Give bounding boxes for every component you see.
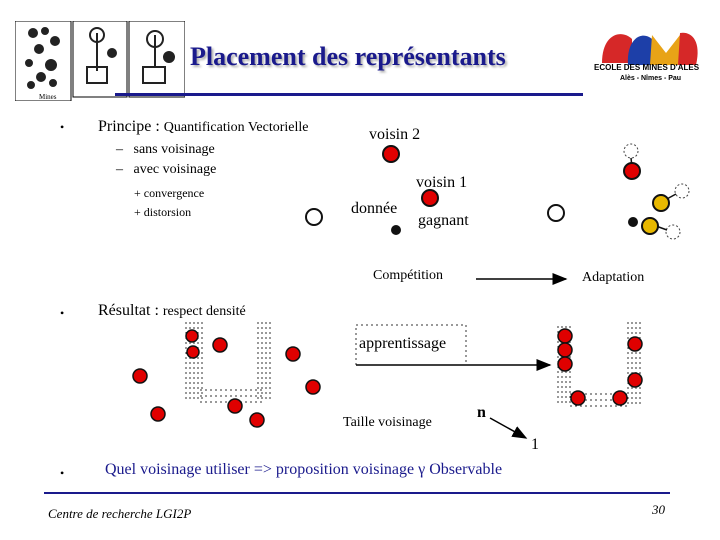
logo-left-label: Mines bbox=[39, 93, 57, 101]
label-adaptation: Adaptation bbox=[582, 270, 645, 285]
data-point bbox=[391, 225, 401, 235]
bullet-3: • bbox=[60, 466, 65, 480]
label-one: 1 bbox=[531, 436, 539, 453]
neuron-moved bbox=[641, 217, 659, 235]
neuron bbox=[557, 356, 573, 372]
neuron bbox=[185, 329, 199, 343]
section2-heading-rest: respect densité bbox=[162, 304, 246, 319]
ecole-des-mines-logo: ECOLE DES MINES D'ALES Alès - Nîmes - Pa… bbox=[592, 23, 710, 93]
neuron-voisin2 bbox=[382, 145, 400, 163]
label-competition: Compétition bbox=[373, 268, 443, 283]
item-text: sans voisinage bbox=[133, 142, 215, 157]
neuron-ghost bbox=[665, 224, 681, 240]
section2-heading-bold: Résultat : bbox=[98, 302, 159, 319]
title-underline bbox=[115, 93, 583, 96]
bullet-1: • bbox=[60, 120, 65, 134]
neuron-moved bbox=[623, 162, 641, 180]
label-gagnant: gagnant bbox=[418, 212, 469, 229]
label-taille-voisinage: Taille voisinage bbox=[343, 415, 432, 430]
neuron bbox=[305, 379, 321, 395]
section1-heading: Principe : Quantification Vectorielle bbox=[98, 118, 309, 136]
mines-logo-graphs: Mines bbox=[14, 20, 186, 102]
neuron bbox=[212, 337, 228, 353]
section2-heading: Résultat : respect densité bbox=[98, 302, 246, 320]
label-donnee: donnée bbox=[351, 200, 398, 217]
neuron bbox=[132, 368, 148, 384]
neuron bbox=[627, 372, 643, 388]
section1-heading-bold: Principe : bbox=[98, 118, 160, 135]
neuron bbox=[627, 336, 643, 352]
neuron-voisin1 bbox=[421, 189, 439, 207]
section1-item-0: – sans voisinage bbox=[116, 142, 215, 158]
footer-text: Centre de recherche LGI2P bbox=[48, 506, 192, 521]
label-n: n bbox=[477, 404, 486, 421]
page-number: 30 bbox=[652, 502, 665, 517]
logo-right-line2: Alès - Nîmes - Pau bbox=[620, 75, 682, 82]
dash: – bbox=[116, 142, 123, 157]
item-text: avec voisinage bbox=[133, 162, 217, 177]
neuron bbox=[285, 346, 301, 362]
section1-subitem-0: + convergence bbox=[134, 186, 205, 200]
slide-title: Placement des représentants bbox=[190, 42, 506, 71]
data-point bbox=[628, 217, 638, 227]
bullet-2: • bbox=[60, 306, 65, 320]
neuron bbox=[547, 204, 565, 222]
label-apprentissage: apprentissage bbox=[359, 335, 447, 352]
neuron-ghost bbox=[674, 183, 690, 199]
section1-heading-rest: Quantification Vectorielle bbox=[163, 120, 309, 135]
neuron bbox=[612, 390, 628, 406]
section1-subitem-1: + distorsion bbox=[134, 205, 192, 219]
neuron bbox=[557, 328, 573, 344]
dash: – bbox=[116, 162, 123, 177]
neuron bbox=[305, 208, 323, 226]
neuron bbox=[557, 342, 573, 358]
neuron bbox=[249, 412, 265, 428]
section1-item-1: – avec voisinage bbox=[116, 162, 216, 178]
neuron bbox=[150, 406, 166, 422]
label-voisin1: voisin 1 bbox=[416, 174, 468, 191]
neuron-ghost bbox=[623, 143, 639, 159]
neuron bbox=[227, 398, 243, 414]
label-voisin2: voisin 2 bbox=[369, 126, 421, 143]
logo-right-line1: ECOLE DES MINES D'ALES bbox=[594, 63, 700, 72]
footer-rule bbox=[44, 492, 670, 494]
neuron-moved bbox=[652, 194, 670, 212]
taille-arrow bbox=[489, 417, 528, 439]
section3-text: Quel voisinage utiliser => proposition v… bbox=[105, 461, 503, 478]
neuron bbox=[570, 390, 586, 406]
neuron bbox=[186, 345, 200, 359]
